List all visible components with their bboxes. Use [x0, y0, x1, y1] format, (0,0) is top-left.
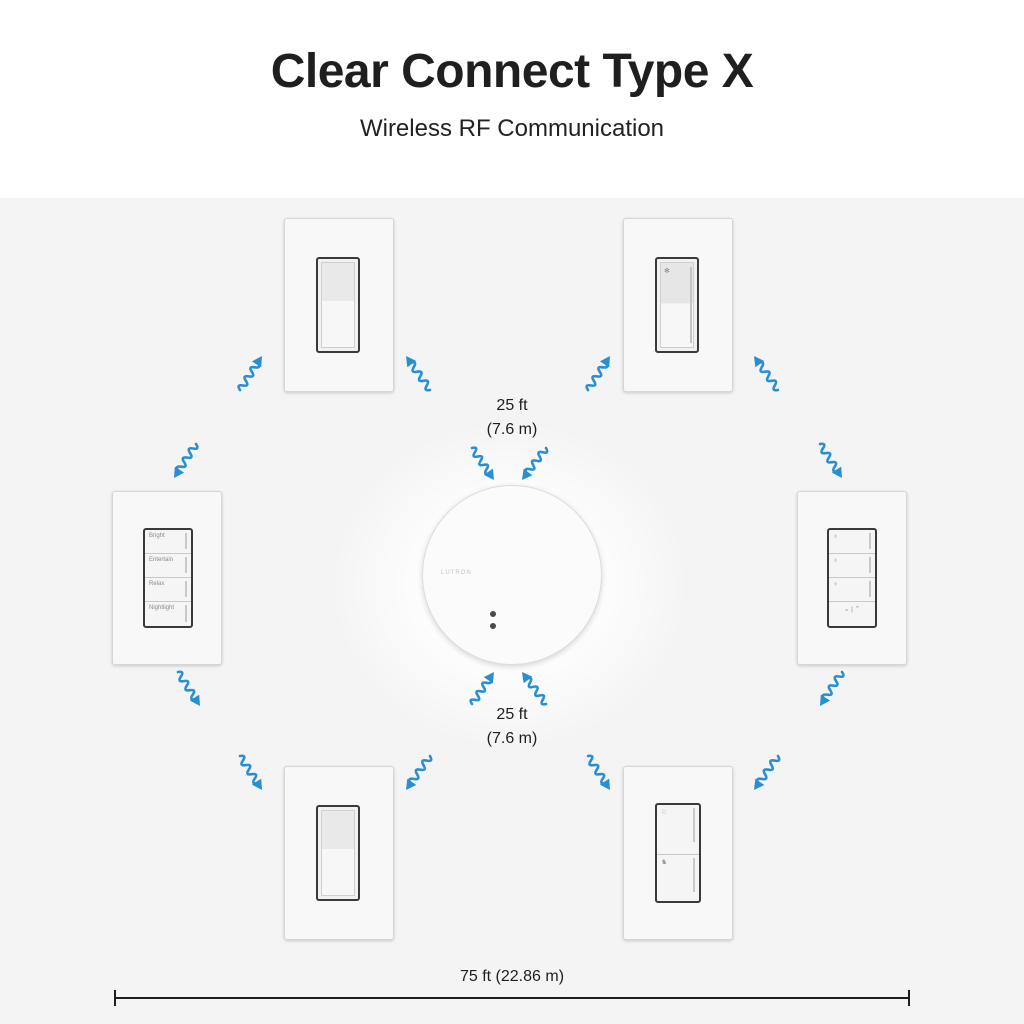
scale-bar	[114, 990, 910, 1006]
wireless-signal-arrow-icon	[586, 754, 610, 790]
lamp-icon: ♘	[661, 809, 668, 816]
distance-label-top: 25 ft(7.6 m)	[486, 397, 538, 438]
on-button: ♘	[657, 805, 699, 855]
page-title: Clear Connect Type X	[270, 45, 754, 98]
wireless-signal-arrow-icon	[469, 672, 494, 706]
wireless-signal-arrow-icon	[522, 446, 549, 480]
wallplate-bottom-right-two-button: ♘ ♞	[623, 766, 733, 940]
wireless-signal-arrow-icon	[470, 446, 494, 480]
scene-button-nightlight: Nightlight	[145, 602, 191, 626]
keypad-button-2: ♁	[829, 554, 875, 578]
chevron-up-icon: ⌃	[854, 606, 861, 613]
wireless-signal-arrow-icon	[237, 356, 262, 392]
level-indicator	[690, 267, 692, 343]
hub-status-led	[490, 611, 496, 617]
wallplate-bottom-left-switch	[284, 766, 394, 940]
keypad-button-1: ♁	[829, 530, 875, 554]
wireless-signal-arrow-icon	[754, 356, 780, 392]
scene-keypad: Bright Entertain Relax Nightlight	[143, 528, 193, 628]
scene-button-entertain: Entertain	[145, 554, 191, 578]
wallplate-top-right-dimmer: ✻	[623, 218, 733, 392]
hub-network-led	[490, 623, 496, 629]
wireless-hub: LUTRON	[422, 485, 602, 665]
header: Clear Connect Type X Wireless RF Communi…	[0, 0, 1024, 198]
wireless-signal-arrow-icon	[406, 754, 433, 790]
wireless-signal-arrow-icon	[585, 356, 610, 392]
wallplate-scene-keypad: Bright Entertain Relax Nightlight	[112, 491, 222, 665]
wireless-signal-arrow-icon	[522, 672, 548, 706]
raise-lower-buttons: ⌄ | ⌃	[843, 606, 861, 613]
wireless-signal-arrow-icon	[754, 754, 781, 790]
rocker-switch	[316, 257, 360, 353]
wireless-signal-arrow-icon	[406, 356, 432, 392]
lamp-off-icon: ♞	[661, 859, 668, 866]
bulb-off-icon: ♀	[833, 581, 839, 588]
wireless-signal-arrow-icon	[820, 670, 845, 706]
wireless-signal-arrow-icon	[176, 670, 200, 706]
wireless-signal-arrow-icon	[174, 442, 199, 478]
fan-icon: ✻	[664, 268, 670, 275]
scene-button-relax: Relax	[145, 578, 191, 602]
page-subtitle: Wireless RF Communication	[359, 115, 665, 142]
two-button-control: ♘ ♞	[655, 803, 701, 903]
scale-label: 75 ft (22.86 m)	[459, 968, 565, 985]
chevron-down-icon: ⌄	[843, 606, 850, 613]
scene-button-bright: Bright	[145, 530, 191, 554]
rocker-switch	[316, 805, 360, 901]
off-button: ♞	[657, 855, 699, 903]
dimmer-switch: ✻	[655, 257, 699, 353]
wireless-signal-arrow-icon	[238, 754, 262, 790]
bulb-icon: ♁	[833, 557, 839, 564]
distance-label-bottom: 25 ft(7.6 m)	[486, 706, 538, 747]
wallplate-top-left-switch	[284, 218, 394, 392]
keypad-button-3: ♀	[829, 578, 875, 602]
hub-brand-logo: LUTRON	[441, 570, 472, 576]
icon-keypad: ♁ ♁ ♀ ⌄ | ⌃	[827, 528, 877, 628]
bulb-icon: ♁	[833, 533, 839, 540]
wallplate-icon-keypad: ♁ ♁ ♀ ⌄ | ⌃	[797, 491, 907, 665]
wireless-signal-arrow-icon	[818, 442, 842, 478]
